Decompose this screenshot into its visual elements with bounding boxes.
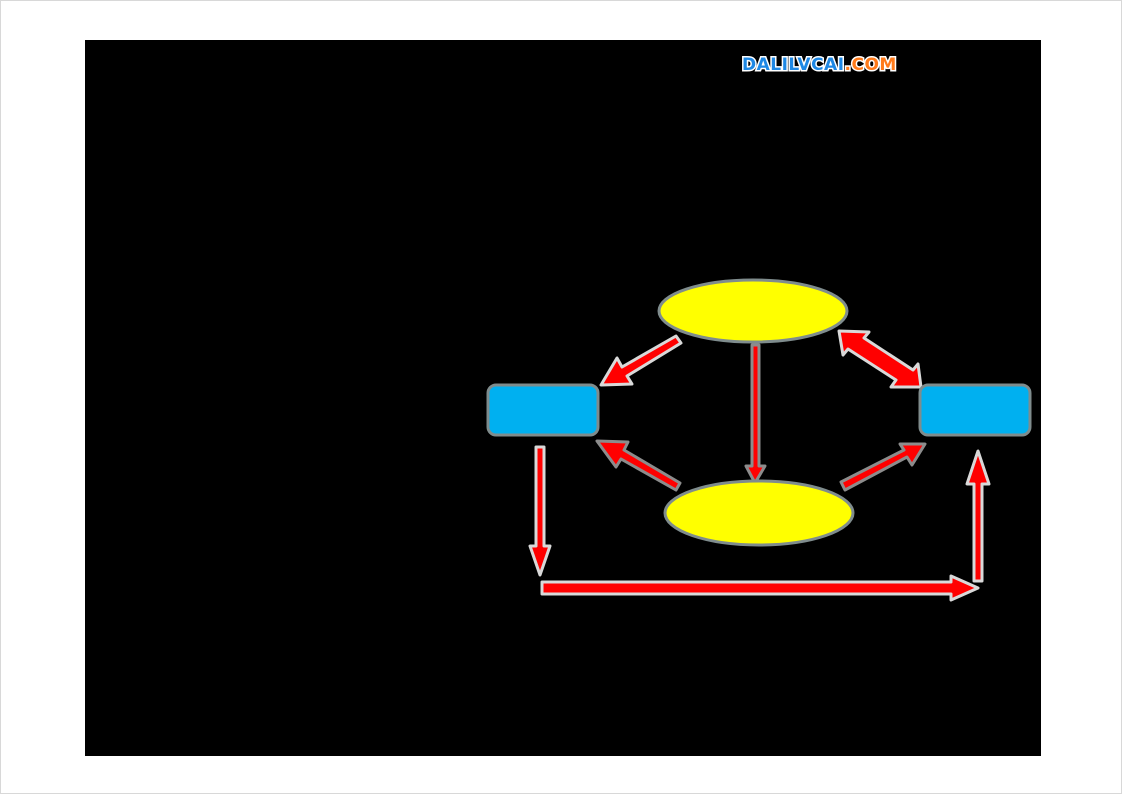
bottom-ellipse: [663, 479, 855, 547]
right-box: [918, 383, 1032, 437]
watermark-brand: DALILVCAI: [741, 54, 846, 77]
arrow-bottom-ellipse-to-right-box: [839, 442, 927, 492]
left-box: [486, 383, 600, 437]
watermark-suffix: .COM: [843, 54, 898, 77]
arrow-bottom-ellipse-to-left-box: [595, 439, 682, 492]
arrow-right-side-up: [965, 449, 991, 583]
arrow-top-ellipse-to-right-box: [837, 329, 923, 389]
arrow-left-box-down: [528, 445, 552, 577]
slide-canvas: DALILVCAI.COM: [85, 40, 1041, 756]
arrow-bottom-route-right: [540, 574, 980, 602]
watermark-logo: DALILVCAI.COM: [741, 54, 898, 77]
arrow-top-ellipse-to-left-box: [599, 334, 683, 387]
arrow-top-ellipse-to-bottom-ellipse: [744, 343, 767, 485]
top-ellipse: [657, 278, 849, 344]
flow-diagram: [486, 278, 1032, 602]
